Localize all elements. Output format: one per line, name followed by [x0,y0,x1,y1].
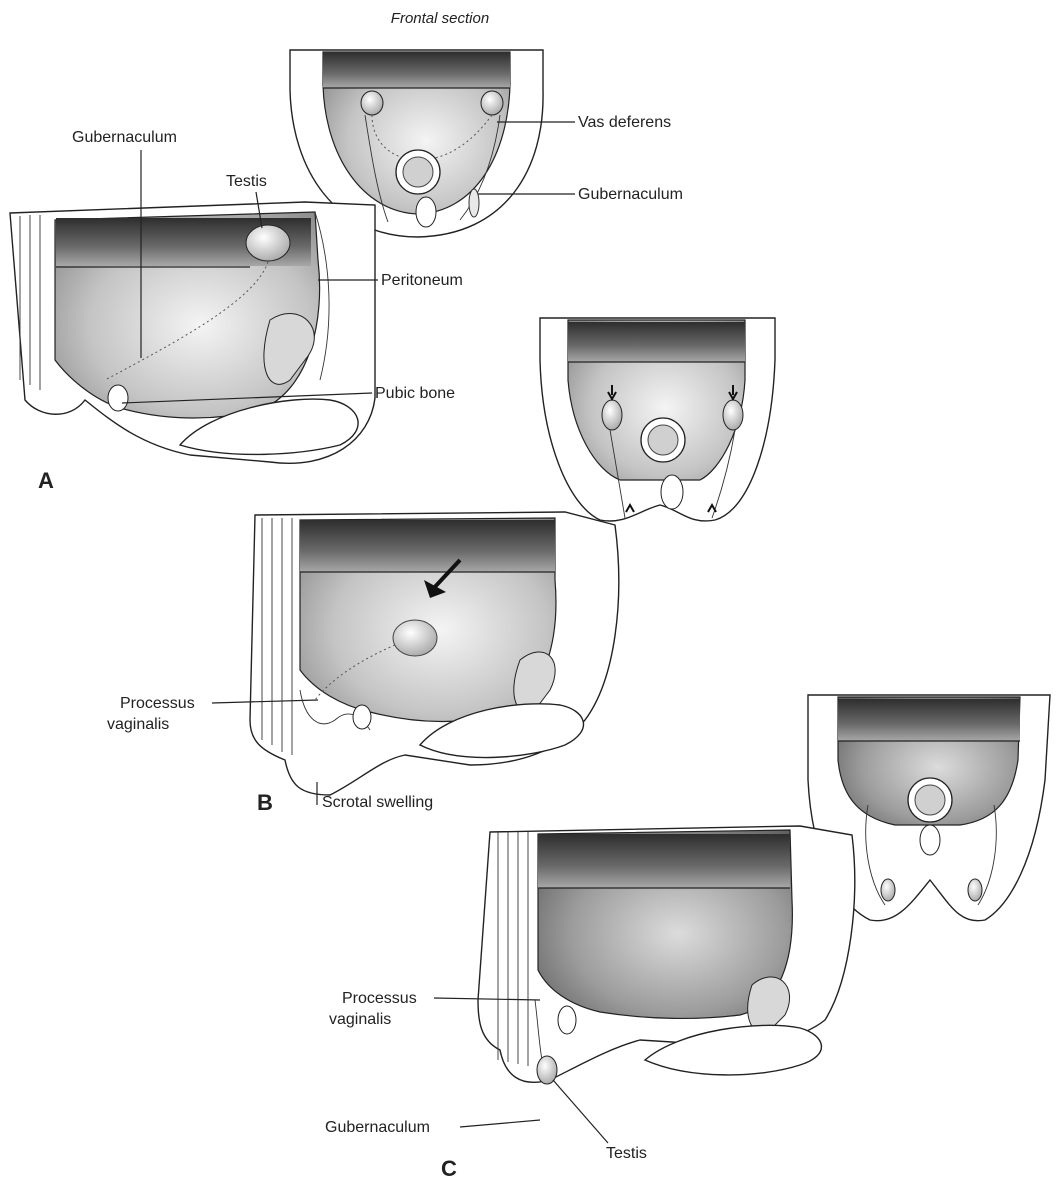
label-testis-a: Testis [226,173,267,190]
label-pubic-bone: Pubic bone [375,385,455,402]
label-testis-c: Testis [606,1145,647,1162]
label-gubernaculum-a: Gubernaculum [72,129,177,146]
label-processus-b-1: Processus [120,695,195,712]
label-processus-c-1: Processus [342,990,417,1007]
label-vas-deferens: Vas deferens [578,114,671,131]
panel-b-sagittal [250,512,619,795]
panel-letter-c: C [441,1156,457,1181]
label-peritoneum: Peritoneum [381,272,463,289]
label-processus-b-2: vaginalis [107,716,169,733]
panel-letter-a: A [38,468,54,493]
figure-title: Frontal section [391,10,489,27]
panel-a-sagittal [10,202,375,463]
label-gubernaculum-c: Gubernaculum [325,1119,430,1136]
frontal-section-2 [540,318,775,521]
panel-letter-b: B [257,790,273,815]
label-gubernaculum-frontal: Gubernaculum [578,186,683,203]
label-processus-c-2: vaginalis [329,1011,391,1028]
label-scrotal-swelling: Scrotal swelling [322,794,433,811]
panel-c-sagittal [478,826,855,1084]
